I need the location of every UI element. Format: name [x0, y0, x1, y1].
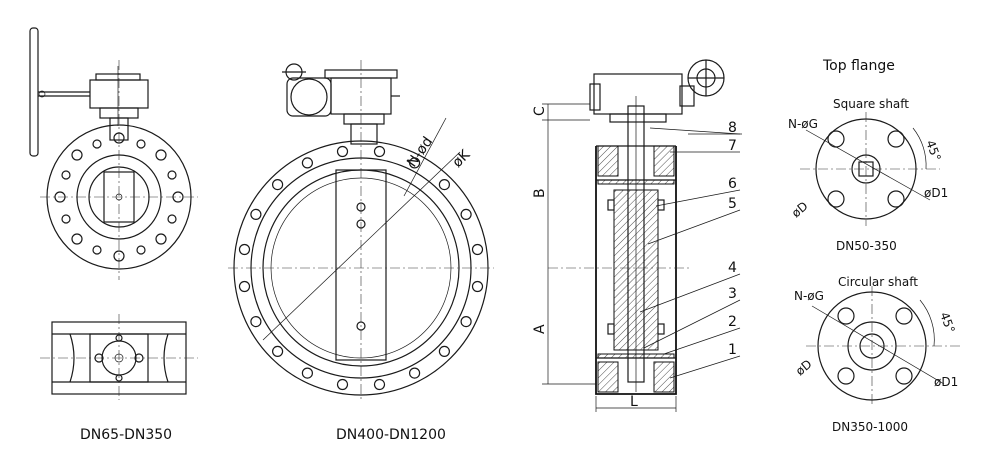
bolt-hole: [301, 157, 313, 169]
square-holes-label: N-øG: [788, 117, 818, 131]
part-numbers: 1 2 3 4 5 6 7 8: [728, 120, 737, 358]
square-shaft-label: Square shaft: [833, 97, 909, 111]
circular-angle-label: 45°: [937, 310, 957, 335]
dim-l: L: [630, 394, 638, 410]
large-pcd-label: øK: [450, 146, 474, 170]
small-valve-front-view: [29, 27, 198, 280]
top-flange-title: Top flange: [822, 58, 895, 74]
dim-b: B: [532, 188, 548, 198]
bolt-hole: [460, 316, 472, 328]
dim-a: A: [532, 324, 548, 334]
bolt-hole: [250, 316, 262, 328]
bolt-hole: [409, 157, 421, 169]
circular-caption: DN350-1000: [832, 420, 908, 434]
large-valve-caption: DN400-DN1200: [336, 427, 446, 443]
large-bolt-hole-label: N-ød: [404, 134, 436, 170]
square-d1-label: øD1: [924, 186, 948, 200]
circular-d-label: øD: [793, 357, 815, 378]
part-number-1: 1: [728, 342, 737, 358]
square-angle-label: 45°: [923, 138, 943, 163]
large-bolt-holes: [238, 145, 484, 391]
large-valve-front-view: N-ød øK: [228, 60, 494, 400]
part-number-5: 5: [728, 196, 737, 212]
circular-d1-label: øD1: [934, 375, 958, 389]
dim-c: C: [532, 106, 548, 116]
bolt-hole: [238, 280, 251, 293]
small-valve-top-view: [40, 314, 198, 400]
bolt-hole: [336, 145, 349, 158]
bolt-hole: [301, 367, 313, 379]
small-valve-caption: DN65-DN350: [80, 427, 172, 443]
part-number-7: 7: [728, 138, 737, 154]
bolt-hole: [272, 179, 284, 191]
bolt-hole: [438, 179, 450, 191]
circular-holes-label: N-øG: [794, 289, 824, 303]
square-caption: DN50-350: [836, 239, 897, 253]
square-d-label: øD: [789, 199, 811, 220]
bolt-hole: [250, 208, 262, 220]
part-number-2: 2: [728, 314, 737, 330]
small-bolt-holes: [54, 132, 184, 262]
part-number-6: 6: [728, 176, 737, 192]
part-number-3: 3: [728, 286, 737, 302]
section-view: C B A L 1 2 3 4 5 6 7 8: [532, 59, 742, 412]
bolt-hole: [409, 367, 421, 379]
bolt-hole: [460, 208, 472, 220]
bolt-hole: [373, 145, 386, 158]
circular-shaft-flange: Circular shaft N-øG 45° øD1 øD DN350-100…: [793, 275, 960, 434]
bolt-hole: [272, 345, 284, 357]
bolt-hole: [373, 378, 386, 391]
part-number-4: 4: [728, 260, 737, 276]
square-shaft-flange: Square shaft N-øG 45° øD1 øD DN50-350: [788, 97, 948, 253]
circular-shaft-label: Circular shaft: [838, 275, 918, 289]
bolt-hole: [438, 345, 450, 357]
bolt-hole: [336, 378, 349, 391]
part-number-8: 8: [728, 120, 737, 136]
bolt-hole: [238, 243, 251, 256]
bolt-hole: [471, 243, 484, 256]
bolt-hole: [471, 280, 484, 293]
